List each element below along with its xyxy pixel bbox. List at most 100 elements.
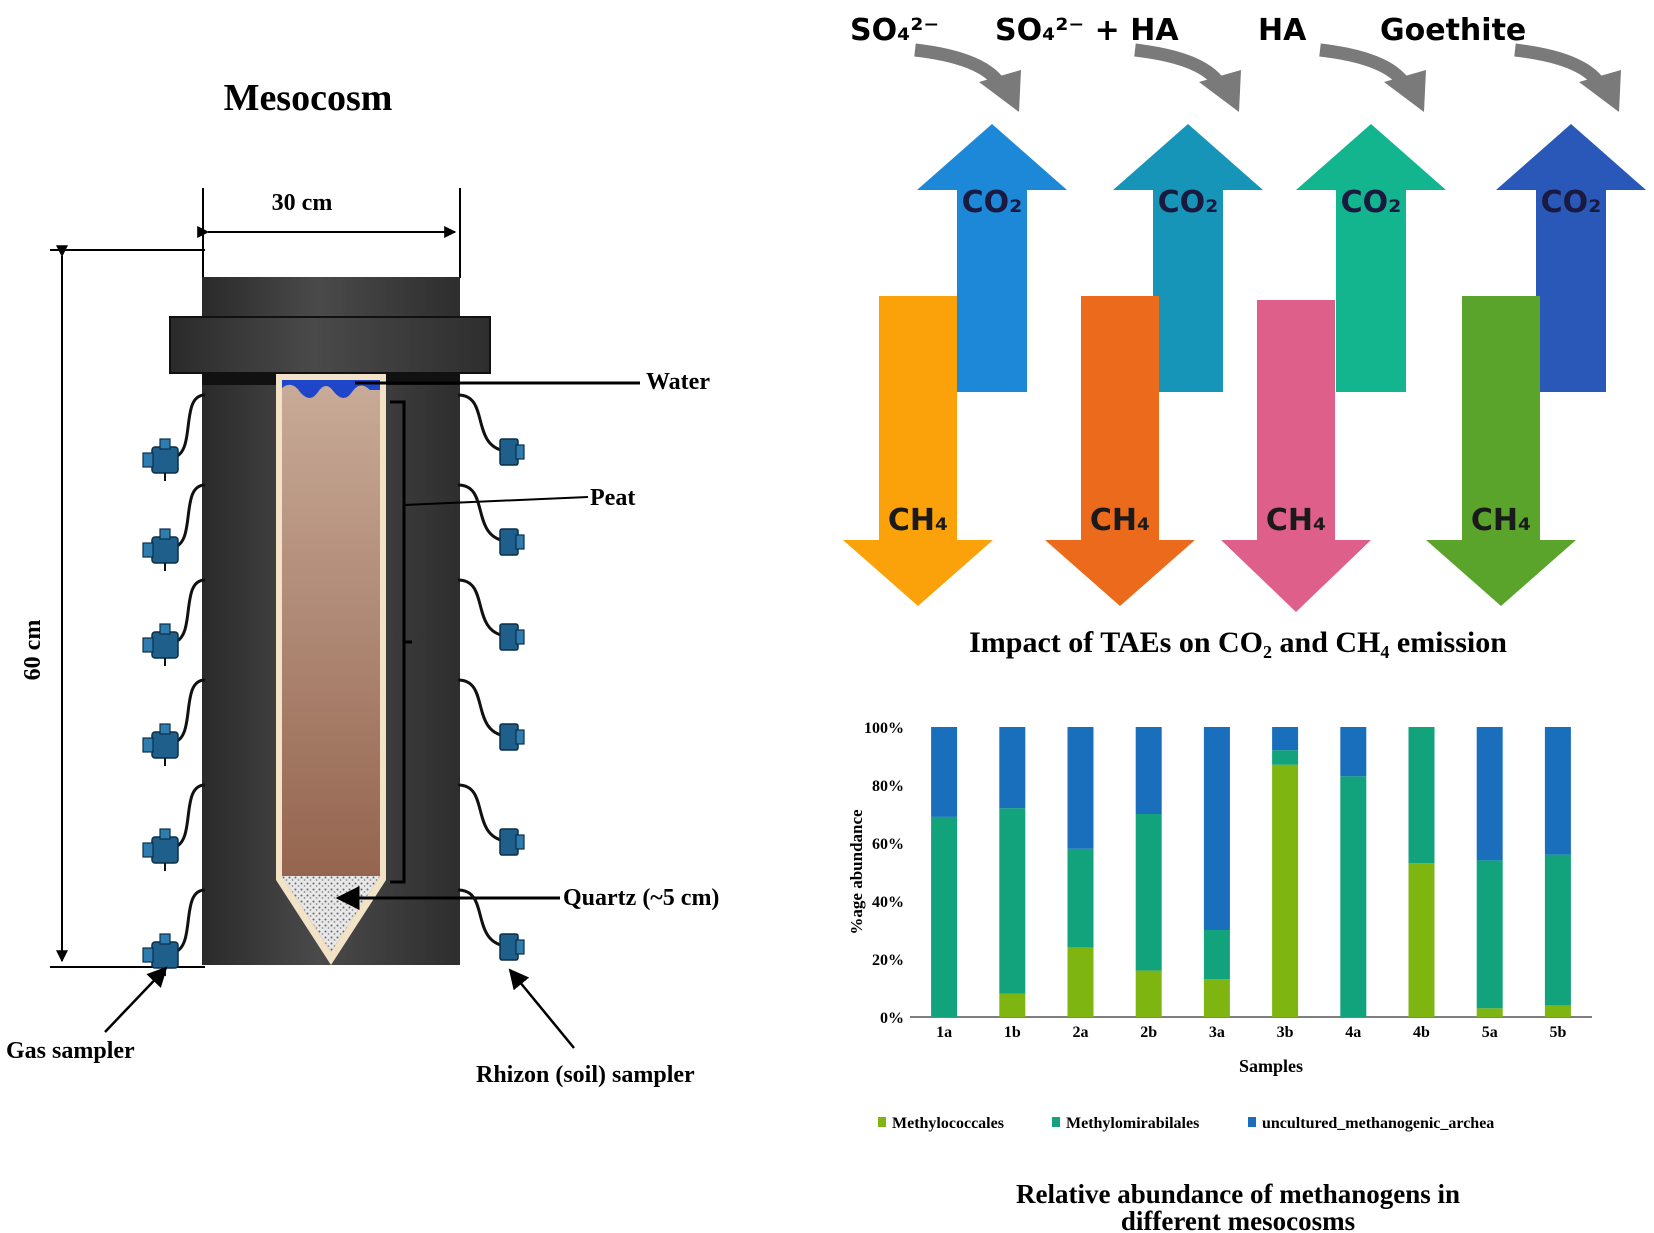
legend-label: Methylococcales <box>892 1115 1004 1132</box>
addition-arrow-head <box>1199 70 1241 112</box>
y-tick-label: 80% <box>872 778 904 795</box>
bar-segment-2a-3 <box>1067 727 1094 849</box>
chart-title-line-2: different mesocosms <box>1121 1206 1355 1233</box>
gas-sampler <box>142 888 206 976</box>
bar-segment-5b-1 <box>1544 1005 1571 1017</box>
y-tick-label: 100% <box>864 720 904 737</box>
y-tick-label: 60% <box>872 836 904 853</box>
ch4-label: CH₄ <box>1266 503 1326 538</box>
bar-segment-2b-2 <box>1135 814 1162 971</box>
gas-sampler <box>142 578 206 666</box>
treatment-3: HA CO₂ CH₄ <box>1221 13 1446 612</box>
mesocosm-panel: Mesocosm 30 cm 60 cm Water Peat Quartz (… <box>6 77 719 1088</box>
rhizon-sampler <box>457 888 525 961</box>
ch4-label: CH₄ <box>1090 503 1150 538</box>
ch4-label: CH₄ <box>888 503 948 538</box>
x-tick-label: 3a <box>1209 1024 1225 1041</box>
bar-segment-3b-3 <box>1272 727 1299 751</box>
treatment-1: SO₄²⁻ CO₂ CH₄ <box>843 13 1067 606</box>
legend-label: uncultured_methanogenic_archea <box>1262 1115 1494 1132</box>
co2-up-arrow <box>1113 124 1263 392</box>
rhizon-sampler-label: Rhizon (soil) sampler <box>476 1062 695 1088</box>
bar-segment-1b-2 <box>999 808 1026 994</box>
x-tick-label: 1b <box>1004 1024 1021 1041</box>
mesocosm-title: Mesocosm <box>224 77 393 119</box>
water-label: Water <box>646 369 710 395</box>
ch4-down-arrow <box>1426 296 1576 606</box>
legend-swatch <box>1248 1117 1256 1127</box>
gas-sampler-group <box>142 393 206 976</box>
rhizon-sampler <box>457 678 525 751</box>
y-tick-label: 0% <box>880 1010 904 1027</box>
addition-arrow-head <box>1579 70 1621 112</box>
bar-segment-2b-1 <box>1135 970 1162 1017</box>
rhizon-sampler <box>457 393 525 466</box>
gas-sampler-label: Gas sampler <box>6 1038 135 1064</box>
y-tick-label: 20% <box>872 952 904 969</box>
addition-arrow-head <box>979 70 1021 112</box>
x-tick-label: 2b <box>1140 1024 1157 1041</box>
rhizon-sampler <box>457 578 525 651</box>
x-tick-label: 4a <box>1345 1024 1361 1041</box>
bar-segment-5a-1 <box>1476 1008 1503 1017</box>
x-tick-label: 3b <box>1277 1024 1294 1041</box>
emission-arrows-panel: SO₄²⁻ CO₂ CH₄ SO₄²⁻ + HA CO₂ CH₄ HA CO₂ CH₄ Goeth… <box>843 13 1646 612</box>
bar-segment-1a-2 <box>931 816 958 1017</box>
co2-label: CO₂ <box>962 185 1023 220</box>
legend-swatch <box>1052 1117 1060 1127</box>
addition-arrow-head <box>1384 70 1426 112</box>
treatment-2: SO₄²⁻ + HA CO₂ CH₄ <box>995 13 1263 606</box>
gas-sampler <box>142 483 206 571</box>
co2-up-arrow <box>917 124 1067 392</box>
gas-sampler-arrow <box>104 966 168 1033</box>
legend-item: Methylococcales <box>878 1115 1004 1132</box>
treatment-label: Goethite <box>1380 13 1526 48</box>
rhizon-sampler <box>457 783 525 856</box>
y-axis-label: %age abundance <box>847 809 866 935</box>
quartz-label: Quartz (~5 cm) <box>563 885 719 911</box>
bar-segment-3a-3 <box>1203 727 1230 930</box>
x-tick-label: 5a <box>1482 1024 1498 1041</box>
bar-segment-3b-1 <box>1272 764 1299 1017</box>
ch4-label: CH₄ <box>1471 503 1531 538</box>
x-tick-label: 5b <box>1549 1024 1566 1041</box>
rhizon-sampler-group <box>457 393 525 961</box>
bar-segment-5b-2 <box>1544 854 1571 1006</box>
co2-label: CO₂ <box>1341 185 1402 220</box>
width-label: 30 cm <box>272 190 333 216</box>
bar-segment-4a-3 <box>1340 727 1367 777</box>
co2-up-arrow <box>1496 124 1646 392</box>
rhizon-sampler <box>457 483 525 556</box>
co2-up-arrow <box>1296 124 1446 392</box>
peat-fill <box>282 380 380 952</box>
legend-item: uncultured_methanogenic_archea <box>1248 1115 1494 1132</box>
bar-segment-3a-1 <box>1203 979 1230 1017</box>
impact-title: Impact of TAEs on CO₂ and CH₄ emission <box>969 626 1507 659</box>
gas-sampler <box>142 783 206 871</box>
treatment-label: SO₄²⁻ + HA <box>995 13 1179 48</box>
x-tick-label: 2a <box>1073 1024 1089 1041</box>
chart-title-line-1: Relative abundance of methanogens in <box>1016 1179 1460 1209</box>
bar-segment-4b-1 <box>1408 863 1435 1017</box>
bar-segment-5a-2 <box>1476 860 1503 1009</box>
gas-sampler <box>142 393 206 481</box>
bar-segment-1b-3 <box>999 727 1026 809</box>
treatment-label: HA <box>1258 13 1307 48</box>
x-tick-label: 1a <box>936 1024 952 1041</box>
co2-label: CO₂ <box>1541 185 1602 220</box>
bar-segment-1a-3 <box>931 727 958 817</box>
y-tick-label: 40% <box>872 894 904 911</box>
cylinder-flange <box>169 316 491 374</box>
peat-label: Peat <box>590 485 635 511</box>
bar-segment-1b-1 <box>999 993 1026 1017</box>
co2-label: CO₂ <box>1158 185 1219 220</box>
cylinder-cap-top <box>202 277 460 317</box>
bar-segment-3a-2 <box>1203 930 1230 980</box>
bar-segment-5a-3 <box>1476 727 1503 861</box>
bar-segment-4a-2 <box>1340 776 1367 1017</box>
x-axis-label: Samples <box>1239 1056 1303 1076</box>
treatment-label: SO₄²⁻ <box>850 13 939 48</box>
